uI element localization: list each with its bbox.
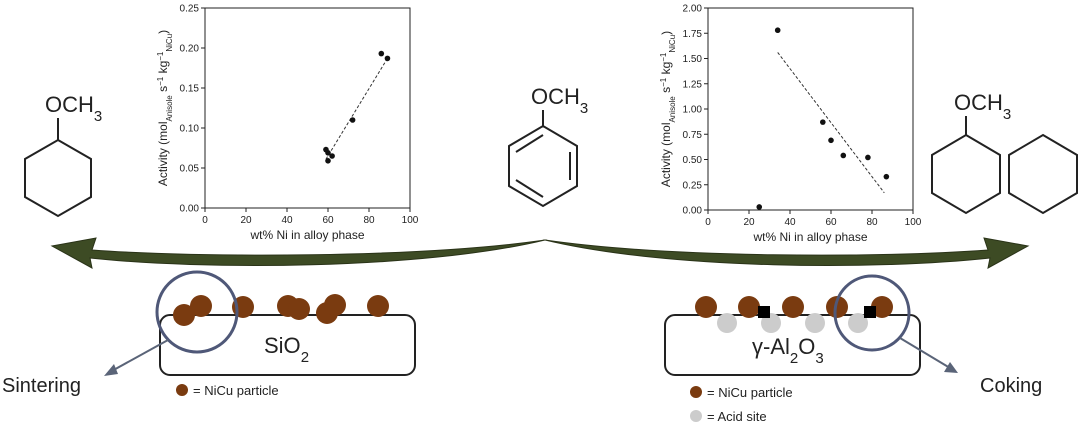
al2o3-label: γ-Al2O3 (752, 334, 824, 367)
legend-acid-swatch (690, 410, 702, 422)
data-point (865, 154, 871, 161)
y-tick-label: 0.00 (180, 204, 200, 215)
coking-label: Coking (980, 375, 1042, 397)
nicu-particle (826, 296, 848, 318)
coking-arrowhead (944, 362, 958, 373)
legend-left: = NiCu particle (176, 383, 279, 398)
data-point (820, 119, 826, 125)
coke-deposit (864, 306, 876, 318)
acid-site (848, 313, 868, 333)
coking-pointer (899, 337, 951, 369)
data-point (828, 137, 834, 144)
acid-sites-right (717, 313, 868, 333)
data-point (325, 150, 331, 156)
methoxycyclohexane-right: OCH3 (931, 90, 1011, 215)
sio2-support: SiO2 (104, 270, 416, 376)
x-tick-label: 40 (784, 217, 796, 228)
y-tick-label: 0.20 (180, 44, 200, 55)
data-point (384, 55, 391, 62)
nicu-particle (324, 294, 346, 316)
sintering-pointer (109, 339, 169, 373)
x-tick-label: 80 (363, 215, 375, 226)
trend-line (777, 52, 885, 194)
x-tick-label: 80 (866, 217, 878, 228)
nicu-particle (288, 298, 310, 320)
plot-frame (204, 7, 411, 209)
x-tick-label: 100 (905, 217, 922, 228)
x-tick-label: 0 (705, 217, 711, 228)
data-point (349, 117, 356, 123)
legend-right: = NiCu particle = Acid site (690, 385, 793, 424)
acid-site (717, 313, 737, 333)
sio2-label: SiO2 (264, 333, 309, 366)
x-axis-label: wt% Ni in alloy phase (249, 228, 364, 242)
legend-nicu-text: = NiCu particle (193, 383, 279, 398)
right-molecule-label: OCH3 (954, 90, 1011, 123)
y-tick-label: 1.50 (683, 54, 703, 65)
nicu-particle (173, 304, 195, 326)
x-axis-label: wt% Ni in alloy phase (752, 230, 867, 244)
nicu-particles-right (695, 296, 893, 318)
y-tick-label: 0.10 (180, 124, 200, 135)
x-tick-label: 0 (202, 215, 208, 226)
y-tick-label: 1.00 (683, 105, 703, 116)
cyclohexane-right (1008, 133, 1078, 215)
nicu-particle (738, 296, 760, 318)
y-tick-label: 0.25 (683, 180, 703, 191)
y-tick-label: 0.25 (180, 4, 200, 15)
nicu-particle (190, 295, 212, 317)
x-tick-label: 20 (743, 217, 755, 228)
data-point (378, 50, 385, 57)
legend-acid-text: = Acid site (707, 409, 767, 424)
x-tick-label: 60 (322, 215, 334, 226)
x-tick-label: 60 (825, 217, 837, 228)
y-axis-label: Activity (molAnisole s−1 kg−1NiCu) (659, 31, 677, 187)
center-molecule-label: OCH3 (531, 84, 588, 117)
y-tick-label: 0.05 (180, 164, 200, 175)
nicu-particle (695, 296, 717, 318)
y-tick-label: 0.75 (683, 130, 703, 141)
data-point (774, 27, 781, 34)
chart-al2o3-activity: 0 20 40 60 80 100 0.00 0.25 0.50 0.75 1.00 1.25 1.50… (659, 4, 922, 245)
y-tick-label: 0.15 (180, 84, 200, 95)
y-tick-label: 1.25 (683, 79, 703, 90)
nicu-particle (367, 295, 389, 317)
acid-site (805, 313, 825, 333)
x-tick-label: 40 (281, 215, 293, 226)
coke-deposit (758, 306, 770, 318)
al2o3-support: γ-Al2O3 (664, 274, 958, 376)
y-tick-label: 2.00 (683, 4, 703, 15)
sintering-label: Sintering (2, 375, 81, 397)
reaction-arrows (50, 237, 1030, 269)
legend-nicu-text: = NiCu particle (707, 385, 793, 400)
x-tick-label: 20 (240, 215, 252, 226)
y-axis-label: Activity (molAnisole s−1 kg−1NiCu) (156, 30, 174, 186)
methoxycyclohexane-left: OCH3 (24, 92, 102, 218)
left-molecule-label: OCH3 (45, 92, 102, 125)
left-curved-arrow (50, 237, 546, 269)
data-point (883, 173, 890, 180)
data-point (756, 204, 763, 210)
coking-callout-circle (833, 274, 911, 352)
chart-sio2-activity: 0 20 40 60 80 100 0.00 0.05 0.10 0.15 0.20 0.25 wt% … (156, 4, 419, 243)
data-point (329, 153, 335, 159)
nicu-particle (871, 296, 893, 318)
y-tick-label: 0.00 (683, 206, 703, 217)
y-tick-label: 1.75 (683, 29, 703, 40)
data-point (325, 158, 331, 164)
anisole-center: OCH3 (508, 84, 588, 208)
y-tick-label: 0.50 (683, 155, 703, 166)
legend-nicu-swatch (690, 386, 702, 398)
right-curved-arrow (544, 237, 1030, 269)
x-tick-label: 100 (402, 215, 419, 226)
sintering-arrowhead (104, 364, 118, 376)
nicu-particle (782, 296, 804, 318)
plot-frame (707, 7, 914, 211)
data-point (840, 152, 847, 159)
sintering-callout-circle (155, 270, 239, 354)
legend-nicu-swatch (176, 384, 188, 396)
